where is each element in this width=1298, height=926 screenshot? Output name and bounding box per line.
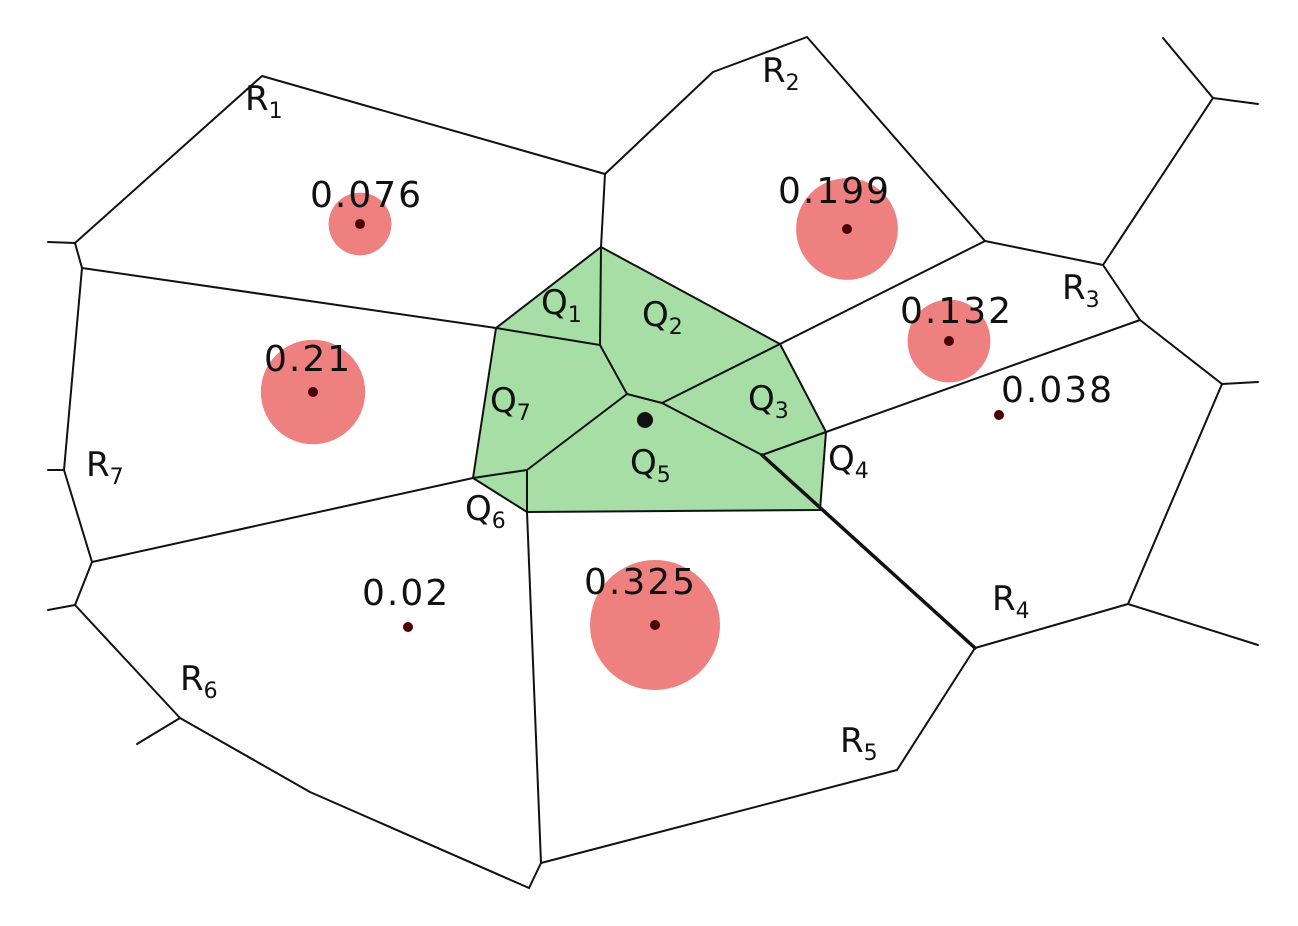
site-points xyxy=(308,219,1004,632)
r2-label: R2 xyxy=(762,51,800,96)
q2-label: Q2 xyxy=(642,295,683,340)
weight-labels: 0.076 0.199 0.132 0.038 0.325 0.02 0.21 xyxy=(264,171,1114,614)
weight-label-r4: 0.038 xyxy=(1001,370,1114,411)
site-point-r6 xyxy=(403,622,413,632)
site-point-r1 xyxy=(355,219,365,229)
q4-label: Q4 xyxy=(828,439,869,484)
r4-r5-boundary xyxy=(760,453,977,650)
site-point-r3 xyxy=(944,336,954,346)
q6-label: Q6 xyxy=(465,489,506,534)
site-point-r2 xyxy=(842,224,852,234)
q5-label: Q5 xyxy=(630,443,671,488)
weight-halos xyxy=(260,178,991,690)
q-region-fill xyxy=(472,246,827,513)
weight-label-r2: 0.199 xyxy=(778,171,891,212)
weight-label-r6: 0.02 xyxy=(362,573,450,614)
center-point xyxy=(637,412,653,428)
r6-label: R6 xyxy=(180,659,218,704)
site-point-r4 xyxy=(994,410,1004,420)
r1-label: R1 xyxy=(245,79,283,124)
weight-label-r3: 0.132 xyxy=(900,291,1013,332)
r7-label: R7 xyxy=(86,445,124,490)
q1-label: Q1 xyxy=(541,283,582,328)
weight-label-r7: 0.21 xyxy=(264,339,352,380)
r5-label: R5 xyxy=(840,721,878,766)
weight-label-r1: 0.076 xyxy=(310,175,423,216)
q-region-labels: Q1 Q2 Q3 Q4 Q5 Q6 Q7 xyxy=(465,283,869,534)
q7-label: Q7 xyxy=(490,381,531,426)
site-point-r7 xyxy=(308,387,318,397)
q3-label: Q3 xyxy=(748,379,789,424)
r-region-labels: R1 R2 R3 R4 R5 R6 R7 xyxy=(86,51,1100,766)
site-point-r5 xyxy=(650,620,660,630)
q-subdivision-edges xyxy=(472,246,827,513)
r-region-edges xyxy=(47,36,1259,889)
r3-label: R3 xyxy=(1062,268,1100,313)
weight-label-r5: 0.325 xyxy=(584,562,697,603)
r4-label: R4 xyxy=(992,579,1030,624)
